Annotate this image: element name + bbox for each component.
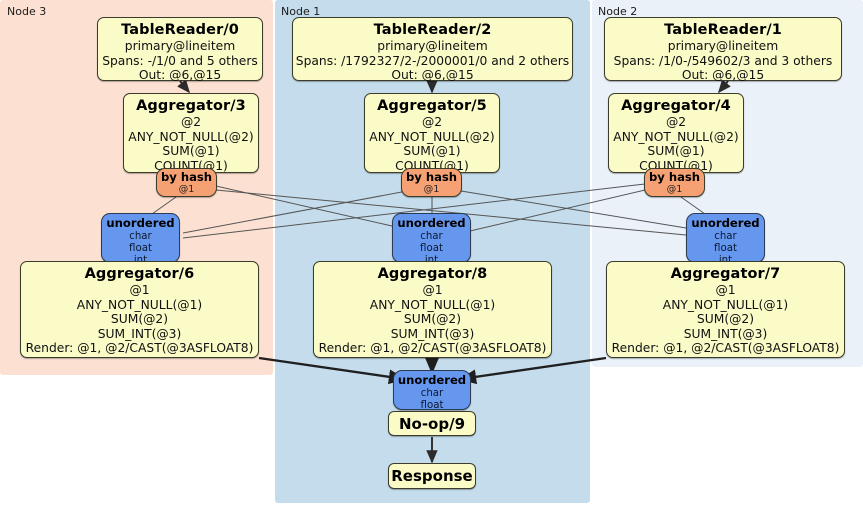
processor-line: @1	[129, 283, 150, 297]
processor-line: Out: @6,@15	[681, 68, 765, 83]
synchronizer-type: char	[714, 230, 737, 242]
processor-title: Response	[391, 467, 473, 485]
router-title: by hash	[648, 170, 701, 184]
processor-render-line: Render: @1, @2/CAST(@3ASFLOAT8)	[318, 341, 547, 356]
processor-line: SUM(@2)	[110, 312, 169, 327]
processor-response[interactable]: Response	[388, 463, 476, 489]
processor-table-reader-2[interactable]: TableReader/2 primary@lineitem Spans: /1…	[292, 17, 573, 83]
processor-line: Out: @6,@15	[391, 68, 474, 83]
router-by-hash-middle[interactable]: by hash @1	[401, 168, 462, 197]
processor-line: Spans: /1792327/2-/2000001/0 and 2 other…	[295, 53, 570, 68]
processor-noop-9[interactable]: No-op/9	[388, 411, 476, 436]
router-column: @1	[423, 184, 440, 195]
processor-aggregator-4[interactable]: Aggregator/4 @2 ANY_NOT_NULL(@2) SUM(@1)…	[608, 93, 744, 173]
processor-title: TableReader/2	[373, 22, 492, 38]
synchronizer-unordered-middle[interactable]: unordered char float int	[392, 213, 471, 266]
processor-line: @2	[180, 115, 202, 129]
synchronizer-type: float	[129, 242, 152, 254]
processor-line: SUM_INT(@3)	[683, 326, 768, 341]
processor-line: SUM(@1)	[647, 144, 705, 159]
processor-line: SUM(@2)	[403, 312, 462, 327]
router-title: by hash	[405, 170, 458, 184]
processor-line: primary@lineitem	[124, 39, 236, 53]
router-by-hash-left[interactable]: by hash @1	[156, 168, 217, 197]
processor-title: TableReader/1	[664, 22, 782, 38]
synchronizer-type: char	[420, 387, 444, 399]
synchronizer-type: float	[420, 399, 444, 411]
processor-aggregator-6[interactable]: Aggregator/6 @1 ANY_NOT_NULL(@1) SUM(@2)…	[20, 261, 259, 358]
processor-line: ANY_NOT_NULL(@1)	[76, 297, 203, 312]
synchronizer-title: unordered	[397, 216, 466, 230]
processor-line: Spans: /1/0-/549602/3 and 3 others	[613, 53, 833, 68]
processor-table-reader-1[interactable]: TableReader/1 primary@lineitem Spans: /1…	[604, 17, 842, 83]
processor-title: Aggregator/3	[136, 98, 246, 114]
processor-line: ANY_NOT_NULL(@2)	[369, 129, 495, 144]
synchronizer-title: unordered	[397, 373, 467, 387]
processor-render-line: Render: @1, @2/CAST(@3ASFLOAT8)	[25, 341, 254, 356]
processor-line: SUM_INT(@3)	[390, 326, 475, 341]
router-column: @1	[178, 184, 195, 195]
processor-line: ANY_NOT_NULL(@2)	[128, 129, 254, 144]
processor-title: Aggregator/4	[621, 98, 731, 114]
processor-title: Aggregator/7	[670, 266, 781, 282]
synchronizer-unordered-final[interactable]: unordered char float	[393, 370, 471, 411]
processor-line: @2	[421, 115, 443, 129]
processor-line: primary@lineitem	[667, 39, 779, 53]
processor-aggregator-7[interactable]: Aggregator/7 @1 ANY_NOT_NULL(@1) SUM(@2)…	[606, 261, 845, 358]
processor-line: @1	[422, 283, 443, 297]
processor-line: SUM(@1)	[162, 144, 220, 159]
processor-line: ANY_NOT_NULL(@1)	[369, 297, 496, 312]
synchronizer-type: float	[420, 242, 443, 254]
processor-table-reader-0[interactable]: TableReader/0 primary@lineitem Spans: -/…	[97, 17, 263, 83]
panel-label-node1: Node 1	[281, 5, 321, 18]
synchronizer-type: char	[129, 230, 152, 242]
synchronizer-type: int	[102, 255, 179, 267]
processor-line: @2	[665, 115, 687, 129]
processor-line: Out: @6,@15	[138, 68, 222, 83]
router-column: @1	[666, 184, 683, 195]
processor-line: SUM(@1)	[403, 144, 461, 159]
panel-label-node2: Node 2	[598, 5, 638, 18]
synchronizer-type: char	[420, 230, 443, 242]
router-by-hash-right[interactable]: by hash @1	[644, 168, 705, 197]
processor-title: Aggregator/5	[377, 98, 487, 114]
processor-line: ANY_NOT_NULL(@2)	[613, 129, 739, 144]
synchronizer-title: unordered	[691, 216, 760, 230]
synchronizer-type: float	[714, 242, 737, 254]
processor-aggregator-3[interactable]: Aggregator/3 @2 ANY_NOT_NULL(@2) SUM(@1)…	[123, 93, 259, 173]
processor-line: @1	[715, 283, 736, 297]
processor-title: No-op/9	[398, 414, 466, 433]
processor-aggregator-5[interactable]: Aggregator/5 @2 ANY_NOT_NULL(@2) SUM(@1)…	[364, 93, 500, 173]
synchronizer-unordered-left[interactable]: unordered char float int	[101, 213, 180, 266]
processor-aggregator-8[interactable]: Aggregator/8 @1 ANY_NOT_NULL(@1) SUM(@2)…	[313, 261, 552, 358]
synchronizer-unordered-right[interactable]: unordered char float int	[686, 213, 765, 266]
processor-line: SUM(@2)	[696, 312, 755, 327]
processor-line: primary@lineitem	[377, 39, 488, 53]
processor-line: Spans: -/1/0 and 5 others	[102, 53, 258, 68]
synchronizer-title: unordered	[106, 216, 175, 230]
synchronizer-type: int	[687, 255, 764, 267]
processor-title: TableReader/0	[121, 22, 239, 38]
processor-render-line: Render: @1, @2/CAST(@3ASFLOAT8)	[611, 341, 840, 356]
processor-line: SUM_INT(@3)	[97, 326, 182, 341]
processor-title: Aggregator/8	[377, 266, 488, 282]
router-title: by hash	[160, 170, 213, 184]
processor-title: Aggregator/6	[84, 266, 195, 282]
panel-label-node3: Node 3	[7, 5, 47, 18]
synchronizer-type: int	[393, 255, 470, 267]
processor-line: ANY_NOT_NULL(@1)	[662, 297, 789, 312]
